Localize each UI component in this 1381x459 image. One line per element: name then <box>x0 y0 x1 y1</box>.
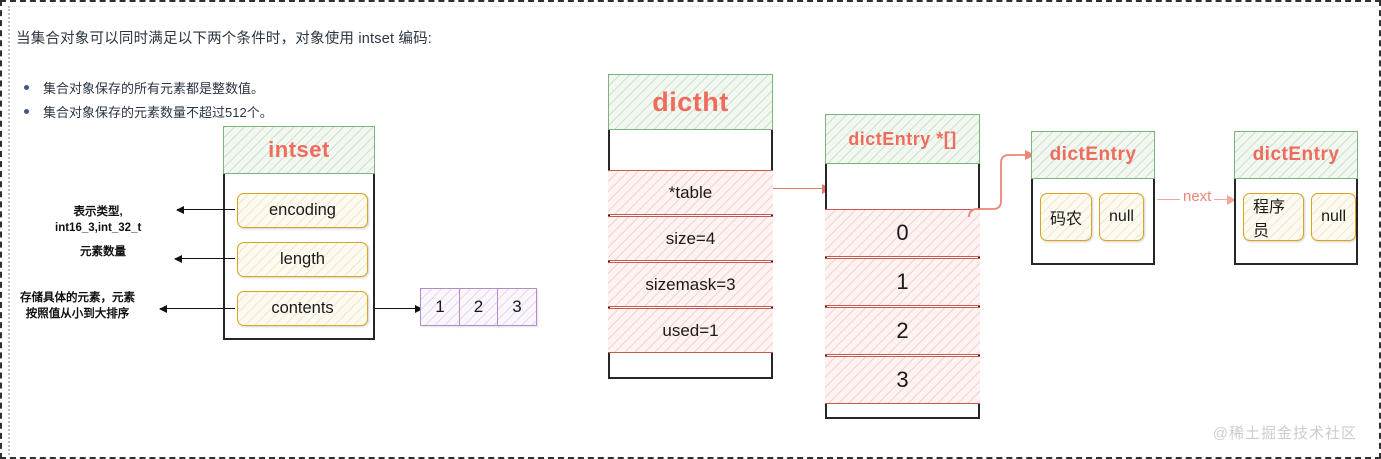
int-cell: 2 <box>458 288 499 326</box>
dictentry-array-title: dictEntry *[] <box>825 114 980 164</box>
dictentry-array-slot: 3 <box>825 356 980 404</box>
list-item-label: 集合对象保存的元素数量不超过512个。 <box>43 105 273 120</box>
intset-contents-array: 1 2 3 <box>420 288 537 326</box>
table-to-entryarray-arrow-icon <box>773 184 831 194</box>
int-cell: 1 <box>420 288 460 326</box>
dictentry-key: 码农 <box>1040 193 1093 241</box>
intset-field-contents: contents <box>237 291 368 326</box>
list-item: 集合对象保存的所有元素都是整数值。 <box>16 78 273 97</box>
list-item: 集合对象保存的元素数量不超过512个。 <box>16 102 273 121</box>
dictht-title: dictht <box>608 74 773 130</box>
leader-arrow-length-icon <box>174 254 235 263</box>
annotation-contents: 存储具体的元素，元素 按照值从小到大排序 <box>20 291 135 322</box>
contents-to-array-arrow-icon <box>375 304 423 313</box>
watermark: @稀土掘金技术社区 <box>1212 425 1357 442</box>
annotation-contents-line2: 按照值从小到大排序 <box>25 307 130 320</box>
list-item-label: 集合对象保存的所有元素都是整数值。 <box>43 81 265 96</box>
next-pointer-label: next <box>1180 188 1215 205</box>
dictentry-array-slot: 1 <box>825 258 980 306</box>
dictht-struct-box: dictht *table size=4 sizemask=3 used=1 <box>608 74 773 379</box>
intset-field-encoding: encoding <box>237 193 368 228</box>
intro-paragraph: 当集合对象可以同时满足以下两个条件时，对象使用 intset 编码: <box>16 31 433 47</box>
dictentry-card-2-title: dictEntry <box>1234 131 1358 179</box>
dictentry-card-1-title: dictEntry <box>1031 131 1155 179</box>
intset-field-length: length <box>237 242 368 277</box>
dictentry-card-2-fields: 程序员 null <box>1243 193 1356 241</box>
intset-struct-box: intset encoding length contents <box>223 126 375 340</box>
dictht-row-used: used=1 <box>608 308 773 353</box>
bullet-dot-icon <box>24 109 29 114</box>
leader-arrow-encoding-icon <box>176 205 235 214</box>
intset-title: intset <box>223 126 375 174</box>
annotation-encoding: 表示类型, int16_3,int_32_t <box>55 205 141 236</box>
dictentry-card-1-fields: 码农 null <box>1040 193 1144 241</box>
annotation-contents-line1: 存储具体的元素，元素 <box>20 292 135 304</box>
dictentry-array-box: dictEntry *[] 0 1 2 3 <box>825 114 980 419</box>
dictentry-card-2: dictEntry 程序员 null <box>1234 131 1358 265</box>
dictentry-key: 程序员 <box>1243 193 1305 241</box>
dictentry-array-slot: 2 <box>825 307 980 355</box>
annotation-encoding-line1: 表示类型, <box>73 206 123 218</box>
dictentry-value: null <box>1311 193 1356 241</box>
int-cell: 3 <box>497 288 537 326</box>
annotation-length: 元素数量 <box>80 245 126 261</box>
condition-list: 集合对象保存的所有元素都是整数值。 集合对象保存的元素数量不超过512个。 <box>16 78 273 126</box>
dictht-row-table: *table <box>608 170 773 215</box>
dictentry-card-1: dictEntry 码农 null <box>1031 131 1155 265</box>
annotation-length-line1: 元素数量 <box>80 246 126 258</box>
dictht-row-size: size=4 <box>608 216 773 261</box>
dictht-row-sizemask: sizemask=3 <box>608 262 773 307</box>
dictentry-array-slot: 0 <box>825 209 980 257</box>
leader-arrow-contents-icon <box>159 304 235 313</box>
annotation-encoding-line2: int16_3,int_32_t <box>55 221 142 234</box>
bullet-dot-icon <box>24 85 29 90</box>
dictentry-value: null <box>1099 193 1144 241</box>
